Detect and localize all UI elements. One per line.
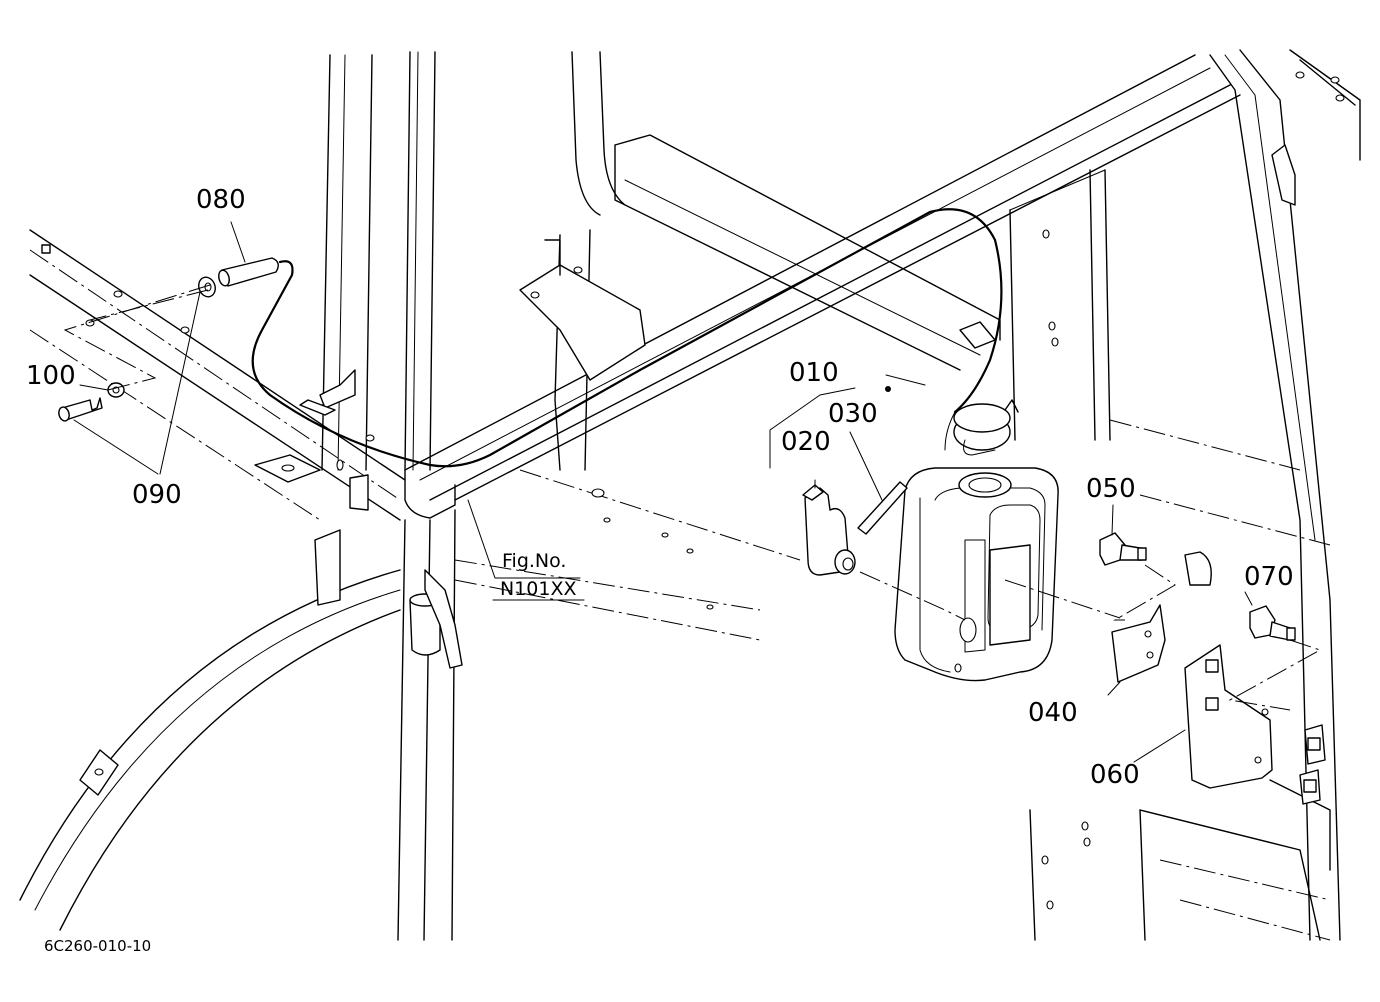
label-040: 040	[1028, 698, 1078, 728]
label-020: 020	[781, 427, 831, 457]
part-030-tube	[857, 481, 908, 535]
part-050-bolt	[1099, 532, 1147, 566]
label-070: 070	[1244, 562, 1294, 592]
drawing-code: 6C260-010-10	[44, 937, 151, 955]
part-090-nut	[198, 276, 216, 298]
fig-ref-line2: N101XX	[500, 578, 577, 600]
part-040-bracket	[1111, 604, 1166, 683]
cab-frame	[19, 49, 1361, 941]
label-080: 080	[196, 185, 246, 215]
fig-ref-line1: Fig.No.	[502, 550, 566, 572]
part-090-nozzle-body	[58, 397, 103, 422]
label-090: 090	[132, 480, 182, 510]
label-030: 030	[828, 399, 878, 429]
frame-holes	[41, 71, 1345, 910]
door-hinge	[409, 569, 463, 669]
label-010: 010	[789, 358, 839, 388]
part-020-washer-pump	[802, 484, 856, 576]
part-010-tank-cap	[953, 399, 1019, 456]
callout-leaders	[63, 221, 1322, 763]
part-010-washer-tank	[894, 467, 1059, 682]
label-100: 100	[26, 361, 76, 391]
part-100-washer	[107, 382, 125, 398]
washer-hose	[251, 208, 1003, 468]
part-060-plate	[1184, 644, 1273, 789]
part-080-nozzle	[218, 257, 279, 287]
frame-brackets	[79, 144, 1326, 805]
label-050: 050	[1086, 474, 1136, 504]
label-060: 060	[1090, 760, 1140, 790]
part-070-bolt	[1249, 605, 1296, 641]
